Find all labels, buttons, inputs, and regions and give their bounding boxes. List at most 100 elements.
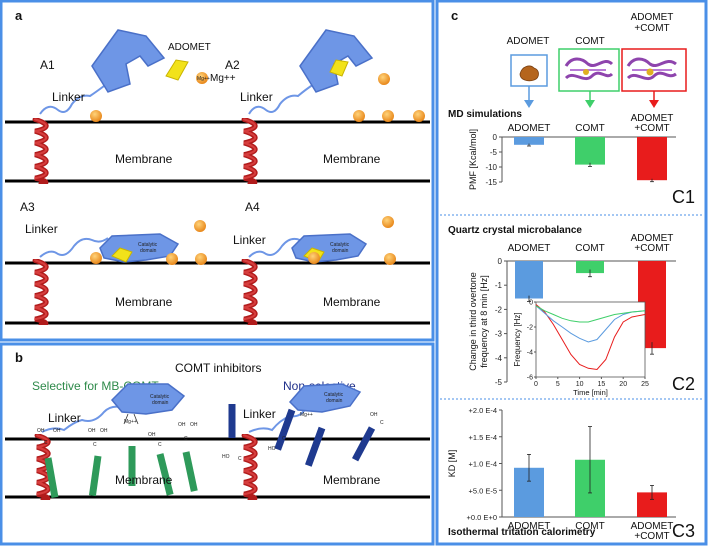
chart-c2-ytick-label-2: -2 [495,305,503,314]
adomet-comt-ribbon-icon [626,57,677,81]
chart-c1-ytick-label-1: -5 [490,148,498,157]
mg-ion-a2-free [378,73,390,85]
membrane-label-a1: Membrane [115,152,173,166]
inset-xtick-label-4: 20 [619,381,627,388]
membrane-label-a3: Membrane [115,295,173,309]
chart-c2-ytick-label-5: -5 [495,378,503,387]
chart-c3-title: Isothermal tritation calorimetry [448,527,596,538]
mg-ion-a4-m1 [308,252,320,264]
panel-a-frame [0,0,435,342]
catalytic-b2-2: domain [326,398,343,404]
header-adomet-comt-1: ADOMET [631,12,674,23]
chem-oh-4: OH [100,428,108,434]
chem-c-ns-3: C [380,420,384,426]
catalytic-a4-1: Catalytic [330,242,350,248]
inhibitor-bar-ns-2 [274,408,296,451]
linker-chain-a1 [39,85,105,115]
comt-protein-b1 [110,383,186,415]
chart-c1-cat-0-0: ADOMET [508,123,551,134]
catalytic-b2-1: Catalytic [324,392,344,398]
mg-small-b1: Mg++ [124,419,137,425]
chart-c2-cat-2-0: ADOMET [631,233,674,244]
inhibitor-bar-sel-4 [156,453,174,496]
arrow-comt [585,100,595,108]
inset-xtick-label-5: 25 [641,381,649,388]
panel-c: c ADOMET COMT ADOMET +COMT [435,0,708,546]
linker-chain-b1 [41,405,125,433]
chart-c3-ylabel: KD [M] [447,450,457,478]
chart-c1-bar-1 [575,137,605,165]
chart-c3-ytick-label-0: +0.0 E+0 [467,513,497,522]
adomet-shape-a1 [165,59,189,81]
chart-c2-ylabel-2: frequency at 8 min [Hz] [479,275,489,368]
chart-c2-title: Quartz crystal microbalance [448,225,582,236]
linker-label-b2: Linker [243,407,276,421]
mg-ion-a2-m1 [353,110,365,122]
chart-c3-cat-0-0: ADOMET [508,521,551,532]
label-a4: A4 [245,200,260,214]
adomet-molecule-box [510,54,548,108]
linker-chain-a3 [39,237,109,258]
chem-oh-7: OH [190,422,198,428]
nonselective-inhibitors: HO C HO C OH C [222,404,384,467]
chart-c2-cat-2-1: +COMT [634,243,669,254]
chem-c-4: C [184,436,188,442]
chem-c-3: C [158,442,162,448]
inhibitor-chem-b1 [123,413,139,425]
catalytic-b1-1: Catalytic [150,394,170,400]
inset-xtick-label-0: 0 [534,381,538,388]
inhibitor-bar-ns-1 [228,404,236,438]
chart-c1-label: C1 [672,187,695,207]
catalytic-a3-1: Catalytic [138,242,158,248]
inset-series-2 [535,305,646,323]
arrow-adomet-comt [649,100,659,108]
mg-ion-a2-m2 [382,110,394,122]
inhibitor-bar-sel-2 [88,455,102,497]
chart-c2-cat-0-0: ADOMET [508,243,551,254]
panel-a: a A1 Linker ADOMET Mg++ Mg++ A2 Membrane… [0,0,435,342]
inset-xtick-label-1: 5 [556,381,560,388]
mg-small-a1: Mg++ [197,76,210,82]
chart-c2-cat-1-0: COMT [575,243,604,254]
chart-c3-cat-2-1: +COMT [634,531,669,542]
label-a1: A1 [40,58,55,72]
comt-protein-ribbon-icon [564,57,614,81]
chart-c1-bar-0 [514,137,544,145]
header-comt: COMT [575,36,604,47]
inhibitor-bar-ns-4 [352,426,376,462]
inhibitor-bar-sel-3 [128,446,136,486]
chart-c1-bar-2 [637,137,667,181]
inset-ytick-label-1: -2 [527,325,533,332]
chem-labels-sel: OH OH C OH OH C OH C OH OH C [37,422,198,448]
panel-b-title: COMT inhibitors [175,361,261,375]
chart-c2-bar-1 [576,261,604,274]
chem-oh-ns-1: OH [370,412,378,418]
chart-c3: +0.0 E+0+5.0 E-5+1.0 E-4+1.5 E-4+2.0 E-4… [447,406,695,542]
chart-c3-ytick-label-4: +2.0 E-4 [468,406,497,415]
linker-label-a4: Linker [233,233,266,247]
chem-oh-3: OH [88,428,96,434]
mg-label: Mg++ [210,73,236,84]
panel-a-letter: a [15,8,23,23]
mg-ion-a3-m2 [166,253,178,265]
chart-c3-cat-1-0: COMT [575,521,604,532]
linker-label-b1: Linker [48,411,81,425]
chart-c2-ylabel-1: Change in third overtone [468,272,478,371]
selective-inhibitors: OH OH C OH OH C OH C OH OH C [37,422,198,499]
linker-label-a3: Linker [25,222,58,236]
inset-series-0 [535,304,646,371]
chart-c3-ytick-label-1: +5.0 E-5 [468,486,497,495]
membrane-label-b2: Membrane [323,473,381,487]
inhibitor-bar-ns-3 [305,426,326,467]
chem-ho-ns-1: HO [222,454,230,460]
inset-xtick-label-2: 10 [576,381,584,388]
chem-c-2: C [93,442,97,448]
adomet-comt-molecule-box [621,48,687,108]
chart-c2-ytick-label-0: 0 [498,257,503,266]
adomet-molecule-icon [519,65,539,82]
catalytic-a3-2: domain [140,248,157,254]
chart-c3-cat-2-0: ADOMET [631,521,674,532]
mg-ion-a2-m3 [413,110,425,122]
inset-series-1 [535,305,646,343]
